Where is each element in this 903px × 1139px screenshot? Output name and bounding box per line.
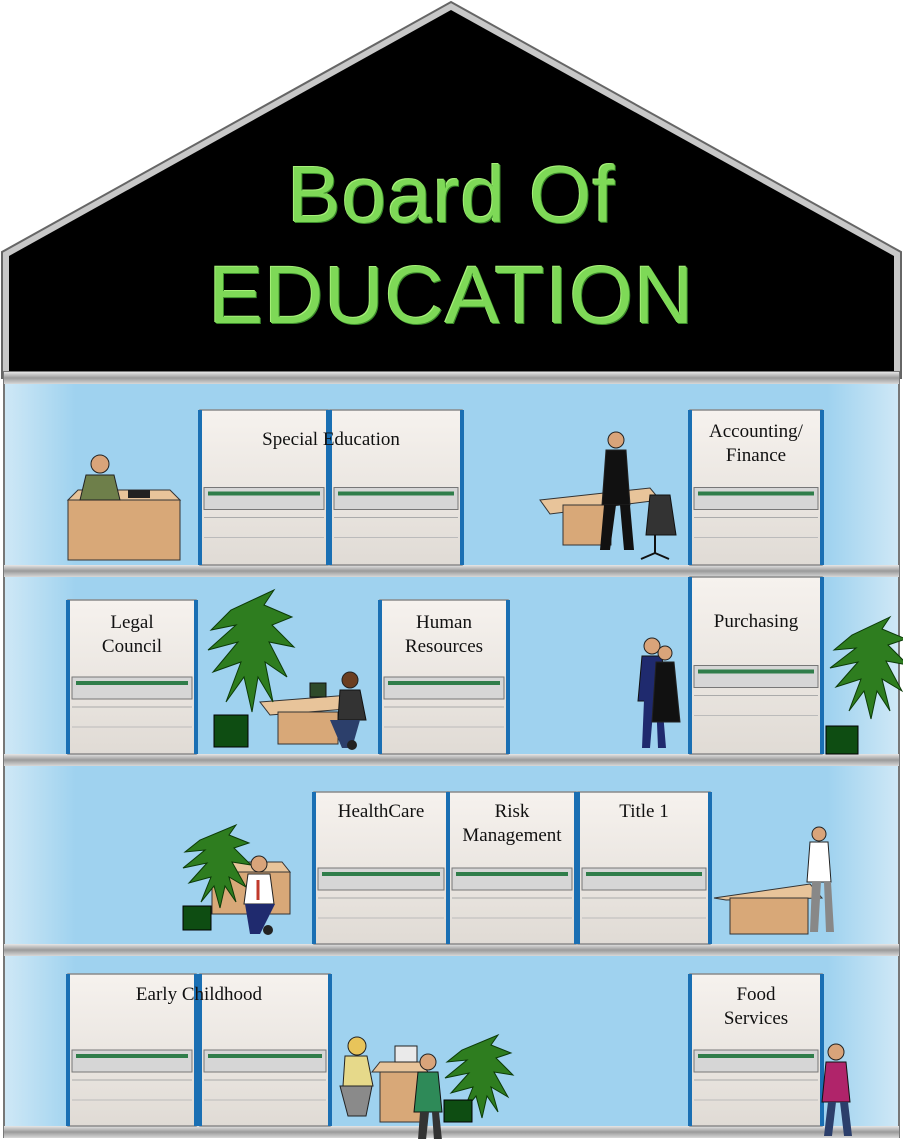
cabinet-unit (328, 409, 464, 566)
title-line-2: EDUCATION (208, 250, 695, 341)
person-receptionist (79, 454, 150, 501)
cabinet-unit (312, 791, 450, 945)
label-healthcare: HealthCare (337, 801, 425, 822)
cabinet-unit (198, 973, 332, 1127)
label-legal-line1: Legal (110, 612, 154, 633)
cabinet-unit (66, 973, 198, 1127)
plant-floor3 (182, 823, 253, 931)
roof (9, 10, 894, 372)
cabinet-group (66, 409, 824, 1127)
cabinet-unit (378, 599, 510, 755)
people-illustrations (79, 431, 852, 1139)
label-early-childhood: Early Childhood (135, 984, 263, 1005)
cabinet-unit (688, 576, 824, 755)
label-legal-council: Legal Council (68, 611, 196, 659)
desk-floor3-right (713, 883, 824, 935)
label-food-services: Food Services (690, 983, 822, 1031)
label-title-1: Title 1 (619, 801, 669, 822)
label-risk-line1: Risk (494, 801, 530, 822)
plant-floor4 (443, 1033, 515, 1123)
cabinet-unit (66, 599, 198, 755)
title-line-1: Board Of (287, 150, 616, 239)
person-food-services (821, 1043, 852, 1136)
label-risk-line2: Management (462, 825, 562, 846)
label-special-education: Special Education (262, 429, 400, 450)
person-reader (600, 431, 677, 560)
label-hr-line2: Resources (404, 636, 484, 657)
label-food-line1: Food (736, 984, 776, 1005)
person-computer-worker (309, 671, 367, 750)
cabinet-unit (446, 791, 578, 945)
person-seated-woman (339, 1036, 418, 1117)
label-accounting-line1: Accounting/ (709, 421, 803, 442)
person-couple (637, 637, 681, 748)
cabinet-unit (688, 973, 824, 1127)
person-standing-green (413, 1053, 443, 1139)
cabinet-unit (688, 409, 824, 566)
label-purchasing: Purchasing (713, 611, 799, 632)
plant-floor2-right (825, 615, 903, 755)
plant-illustrations (182, 588, 903, 1123)
label-accounting-line2: Finance (725, 445, 787, 466)
label-hr-line1: Human (416, 612, 472, 633)
label-accounting: Accounting/ Finance (690, 420, 822, 468)
cabinet-unit (576, 791, 712, 945)
person-clipboard (806, 826, 834, 932)
label-legal-line2: Council (101, 636, 163, 657)
label-risk-management: Risk Management (448, 800, 576, 848)
person-phone-worker (243, 855, 275, 935)
label-human-resources: Human Resources (380, 611, 508, 659)
cabinet-unit (198, 409, 330, 566)
floor-slabs (4, 372, 899, 1138)
label-food-line2: Services (723, 1008, 789, 1029)
plant-floor2-left (207, 588, 296, 748)
